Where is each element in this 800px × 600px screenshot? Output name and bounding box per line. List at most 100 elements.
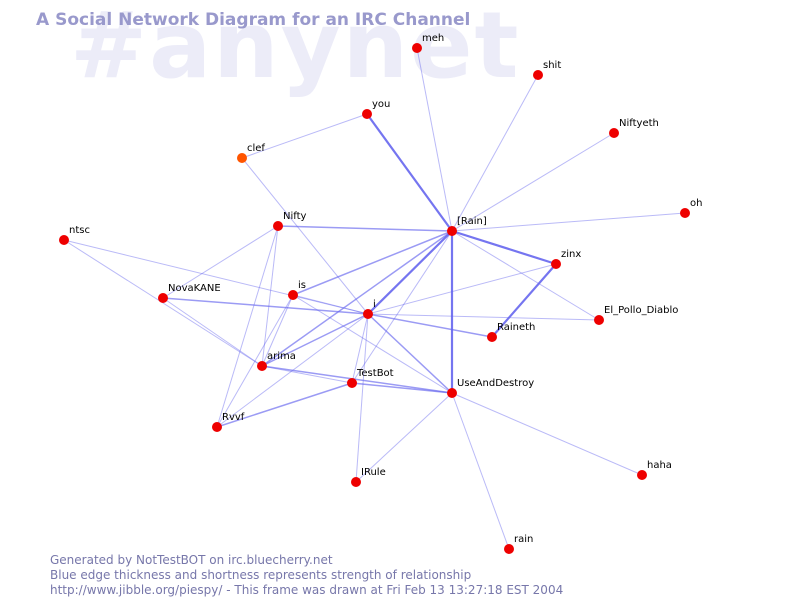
edge-useanddestroy-rainlow [451, 392, 510, 550]
node-label-oh: oh [690, 198, 702, 209]
edge-rain-niftyeth [451, 132, 615, 232]
node-dot-i [363, 309, 373, 319]
node-dot-nifty [273, 221, 283, 231]
node-shit: shit [533, 60, 561, 80]
edge-is-useanddestroy [292, 294, 453, 394]
edge-rain-nifty [277, 225, 453, 232]
node-dot-raineth [487, 332, 497, 342]
edge-i-irule [355, 313, 369, 483]
edge-nifty-rvvf [216, 225, 279, 428]
node-oh: oh [680, 198, 702, 218]
node-dot-rvvf [212, 422, 222, 432]
edge-rain-i [367, 230, 453, 315]
node-label-haha: haha [647, 460, 672, 471]
edge-rain-shit [451, 74, 539, 232]
edge-rain-testbot [351, 230, 453, 384]
node-label-meh: meh [422, 33, 444, 44]
edge-rain-you [366, 113, 453, 232]
edge-i-elpollo [367, 313, 600, 321]
node-dot-oh [680, 208, 690, 218]
node-label-ntsc: ntsc [69, 225, 90, 236]
node-clef: clef [237, 143, 265, 163]
node-dot-is [288, 290, 298, 300]
edge-zinx-i [367, 263, 557, 315]
node-dot-arima [257, 361, 267, 371]
edge-clef-i [241, 157, 369, 315]
edge-is-arima [261, 294, 294, 367]
node-dot-elpollo [594, 315, 604, 325]
edge-nifty-novakane [162, 225, 279, 299]
node-label-rvvf: Rvvf [222, 412, 245, 423]
node-dot-novakane [158, 293, 168, 303]
node-dot-testbot [347, 378, 357, 388]
node-rainlow: rain [504, 534, 533, 554]
node-dot-meh [412, 43, 422, 53]
node-you: you [362, 99, 390, 119]
footer-generated-by: Generated by NotTestBOT on irc.bluecherr… [50, 553, 333, 567]
node-label-raineth: Raineth [497, 322, 535, 333]
node-haha: haha [637, 460, 672, 480]
node-dot-ntsc [59, 235, 69, 245]
node-elpollo: El_Pollo_Diablo [594, 305, 678, 325]
node-label-rain: [Rain] [457, 216, 487, 227]
node-i: i [363, 299, 376, 319]
footer: Generated by NotTestBOT on irc.bluecherr… [50, 553, 563, 598]
edge-nifty-arima [261, 225, 279, 367]
node-dot-you [362, 109, 372, 119]
node-dot-shit [533, 70, 543, 80]
node-meh: meh [412, 33, 444, 53]
node-label-clef: clef [247, 143, 265, 154]
node-label-rainlow: rain [514, 534, 533, 545]
edge-rain-is [292, 230, 453, 296]
edge-arima-useanddestroy [261, 365, 453, 394]
edge-testbot-rvvf [216, 382, 353, 428]
node-ntsc: ntsc [59, 225, 90, 245]
node-dot-rainlow [504, 544, 514, 554]
node-label-elpollo: El_Pollo_Diablo [604, 305, 678, 316]
edge-novakane-arima [162, 297, 263, 367]
edge-is-rvvf [216, 294, 294, 428]
edge-useanddestroy-irule [355, 392, 453, 483]
edge-rain-zinx [451, 229, 557, 266]
node-label-i: i [373, 299, 376, 310]
node-label-niftyeth: Niftyeth [619, 118, 659, 129]
node-rain: [Rain] [447, 216, 487, 236]
edge-i-arima [261, 313, 369, 367]
edge-i-useanddestroy [367, 313, 453, 394]
node-label-novakane: NovaKANE [168, 283, 221, 294]
edge-i-testbot [351, 313, 369, 384]
edge-novakane-i [162, 297, 369, 315]
footer-legend-note: Blue edge thickness and shortness repres… [50, 568, 472, 582]
edge-layer [63, 47, 686, 550]
node-irule: IRule [351, 467, 386, 487]
node-novakane: NovaKANE [158, 283, 221, 303]
node-dot-clef [237, 153, 247, 163]
node-label-is: is [298, 280, 306, 291]
node-raineth: Raineth [487, 322, 535, 342]
node-label-shit: shit [543, 60, 561, 71]
node-is: is [288, 280, 306, 300]
node-dot-zinx [551, 259, 561, 269]
channel-watermark: #anynet [70, 0, 521, 99]
edge-testbot-useanddestroy [351, 382, 453, 394]
edge-ntsc-i [63, 239, 369, 315]
node-dot-haha [637, 470, 647, 480]
node-dot-irule [351, 477, 361, 487]
edge-rain-arima [261, 230, 453, 367]
node-arima: arima [257, 351, 296, 371]
node-dot-rain [447, 226, 457, 236]
diagram-title: A Social Network Diagram for an IRC Chan… [36, 10, 471, 30]
edge-rain-oh [451, 212, 686, 232]
node-label-arima: arima [267, 351, 296, 362]
node-useanddestroy: UseAndDestroy [447, 378, 534, 398]
node-label-zinx: zinx [561, 249, 581, 260]
node-niftyeth: Niftyeth [609, 118, 659, 138]
node-label-you: you [372, 99, 390, 110]
node-label-nifty: Nifty [283, 211, 307, 222]
node-dot-niftyeth [609, 128, 619, 138]
node-label-irule: IRule [361, 467, 386, 478]
footer-url-timestamp: http://www.jibble.org/piespy/ - This fra… [50, 583, 564, 597]
